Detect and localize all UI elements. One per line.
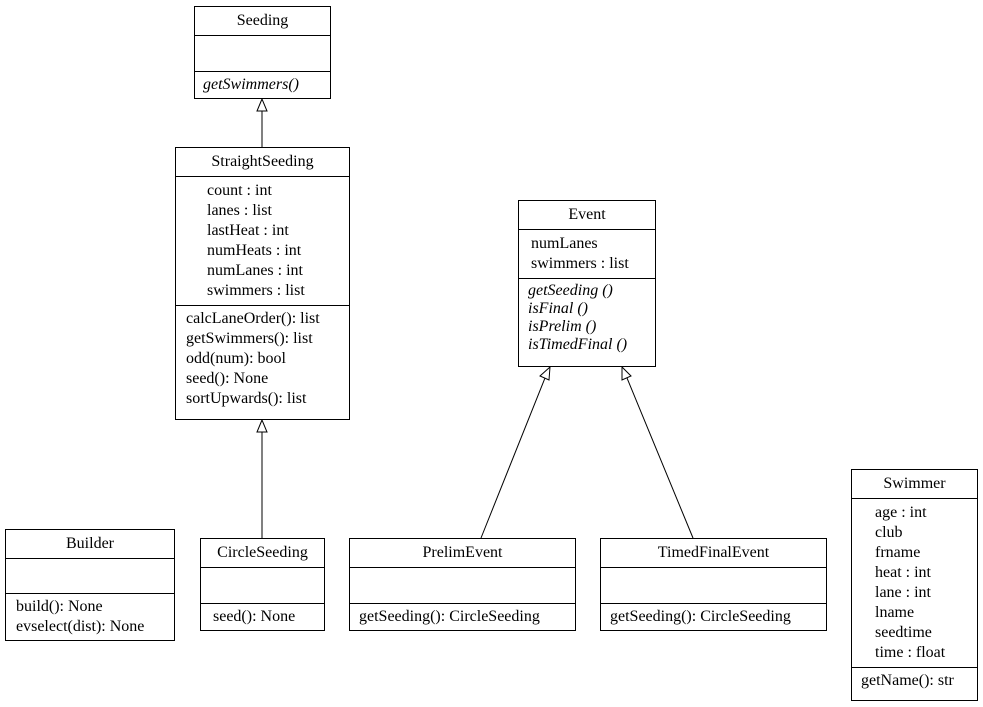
operation: build(): None <box>16 598 103 615</box>
inheritance-arrowhead <box>621 365 632 381</box>
class-name: Builder <box>6 530 174 559</box>
attributes-compartment <box>6 559 174 594</box>
attributes-compartment: numLanes swimmers : list <box>519 230 655 279</box>
class-builder[interactable]: Builder build(): None evselect(dist): No… <box>5 529 175 641</box>
operation: isTimedFinal () <box>528 336 628 353</box>
attribute: lanes : list <box>207 202 272 219</box>
attributes-compartment: count : int lanes : list lastHeat : int … <box>176 177 349 306</box>
class-name: Event <box>519 201 655 230</box>
operations-compartment: calcLaneOrder(): list getSwimmers(): lis… <box>176 306 349 412</box>
attribute: swimmers : list <box>207 282 305 299</box>
operation: getSwimmers() <box>203 76 299 93</box>
attribute: frname <box>875 544 921 561</box>
operations-compartment: getSeeding(): CircleSeeding <box>350 604 575 630</box>
attribute: swimmers : list <box>531 255 629 272</box>
class-name: Swimmer <box>852 470 977 499</box>
operation: odd(num): bool <box>186 350 286 367</box>
attributes-compartment <box>350 568 575 604</box>
attribute: numLanes <box>531 235 598 252</box>
inheritance-arrowhead <box>539 365 551 381</box>
operation: getName(): str <box>861 672 954 689</box>
class-name: TimedFinalEvent <box>601 539 826 568</box>
attributes-compartment <box>201 568 324 604</box>
class-seeding[interactable]: Seeding getSwimmers() <box>194 6 331 99</box>
attribute: heat : int <box>875 564 931 581</box>
class-circleseeding[interactable]: CircleSeeding seed(): None <box>200 538 325 631</box>
edge-timedfinalevent-to-event <box>621 365 694 539</box>
inheritance-arrowhead <box>256 418 268 433</box>
operations-compartment: seed(): None <box>201 604 324 630</box>
attribute: time : float <box>875 644 946 661</box>
operation: isPrelim () <box>528 318 597 335</box>
class-prelimevent[interactable]: PrelimEvent getSeeding(): CircleSeeding <box>349 538 576 631</box>
class-name: StraightSeeding <box>176 148 349 177</box>
attribute: lane : int <box>875 584 931 601</box>
attribute: lname <box>875 604 915 621</box>
operation: getSeeding(): CircleSeeding <box>359 608 540 625</box>
attribute: numLanes : int <box>207 262 303 279</box>
operation: seed(): None <box>186 370 269 387</box>
class-event[interactable]: Event numLanes swimmers : list getSeedin… <box>518 200 656 367</box>
attribute: count : int <box>207 182 272 199</box>
class-name: PrelimEvent <box>350 539 575 568</box>
attributes-compartment <box>195 36 330 72</box>
operation: calcLaneOrder(): list <box>186 310 320 327</box>
operation: getSeeding(): CircleSeeding <box>610 608 791 625</box>
operations-compartment: getName(): str <box>852 668 977 694</box>
attribute: seedtime <box>875 624 932 641</box>
edge-prelimevent-to-event <box>480 365 551 539</box>
attribute: club <box>875 524 903 541</box>
operation: evselect(dist): None <box>16 618 145 635</box>
edge-straightseeding-to-seeding <box>256 97 268 147</box>
edge-circleseeding-to-straightseeding <box>256 418 268 538</box>
class-timedfinalevent[interactable]: TimedFinalEvent getSeeding(): CircleSeed… <box>600 538 827 631</box>
operation: sortUpwards(): list <box>186 390 307 407</box>
operations-compartment: getSeeding(): CircleSeeding <box>601 604 826 630</box>
attributes-compartment <box>601 568 826 604</box>
attribute: numHeats : int <box>207 242 302 259</box>
inheritance-arrowhead <box>256 97 268 112</box>
class-straightseeding[interactable]: StraightSeeding count : int lanes : list… <box>175 147 350 420</box>
operation: isFinal () <box>528 300 588 317</box>
attribute: lastHeat : int <box>207 222 289 239</box>
operation: seed(): None <box>213 608 296 625</box>
operations-compartment: build(): None evselect(dist): None <box>6 594 174 640</box>
operation: getSeeding () <box>528 282 613 299</box>
operations-compartment: getSwimmers() <box>195 72 330 98</box>
operations-compartment: getSeeding () isFinal () isPrelim () isT… <box>519 279 655 357</box>
class-name: Seeding <box>195 7 330 36</box>
operation: getSwimmers(): list <box>186 330 313 347</box>
attribute: age : int <box>875 504 927 521</box>
class-swimmer[interactable]: Swimmer age : int club frname heat : int… <box>851 469 978 701</box>
attributes-compartment: age : int club frname heat : int lane : … <box>852 499 977 668</box>
class-name: CircleSeeding <box>201 539 324 568</box>
